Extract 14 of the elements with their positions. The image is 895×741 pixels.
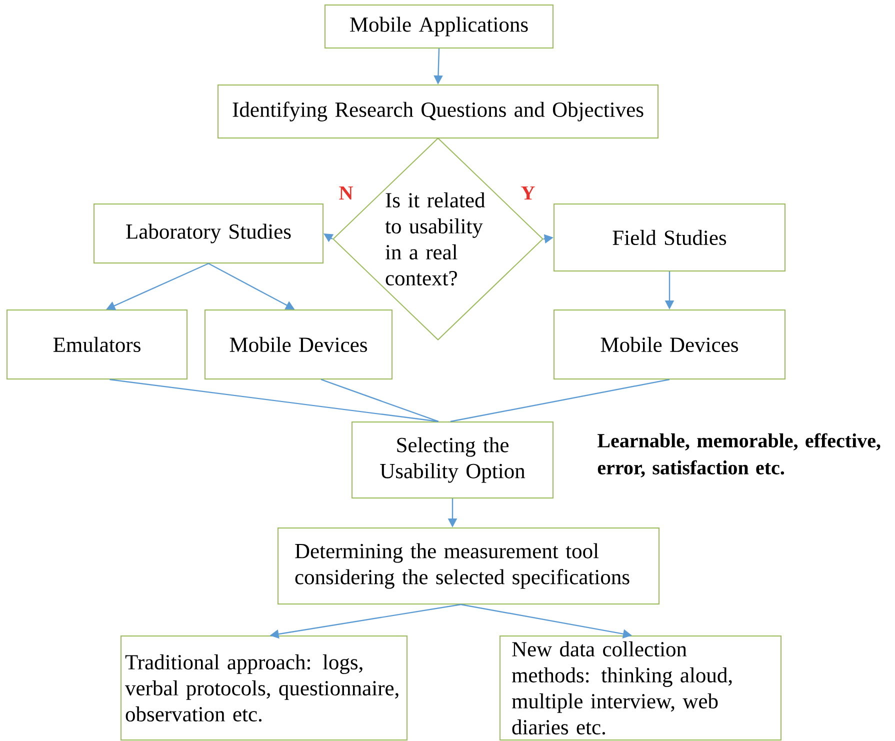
process-box: Identifying Research Questions and Objectives <box>218 84 658 138</box>
process-box: Determining the measurement tool considering the selected specifications <box>278 528 660 604</box>
process-box: Field Studies <box>554 204 786 272</box>
edge-label: N <box>338 185 354 201</box>
note-text: Learnable, memorable, effective, error, satisfaction etc. <box>598 433 880 478</box>
process-box: Mobile Devices <box>554 310 786 380</box>
process-box: Laboratory Studies <box>94 204 324 264</box>
process-box: Selecting the Usability Option <box>352 422 554 498</box>
process-box: Mobile Applications <box>324 4 554 48</box>
process-box: Emulators <box>6 310 188 380</box>
process-box: New data collection methods: thinking aloud, multiple interview, web diaries etc. <box>500 636 782 740</box>
process-box: Mobile Devices <box>204 310 392 380</box>
edge-label: Y <box>520 185 536 201</box>
process-box: Traditional approach: logs, verbal protocols, questionnaire, observation etc. <box>120 636 408 740</box>
